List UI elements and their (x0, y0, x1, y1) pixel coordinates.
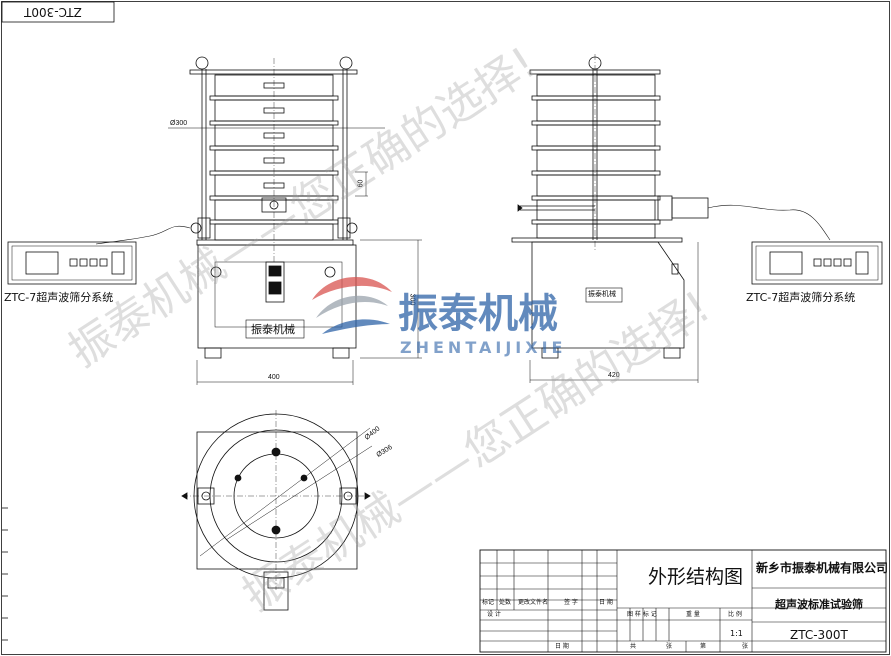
tb-label-weight: 重 量 (686, 611, 700, 618)
tb-product: 超声波标准试验筛 (775, 598, 863, 611)
nameplate-front: 振泰机械 (251, 323, 295, 336)
top-view (181, 410, 373, 611)
controller-left (7, 241, 137, 285)
tb-label-count: 处数 (499, 599, 512, 606)
dim-d300: Ø300 (170, 120, 188, 127)
tb-label-mark: 标记 (482, 599, 495, 606)
corner-code-box (1, 1, 115, 23)
logo-en: ZHENTAIJIXIE (400, 338, 567, 357)
tb-label-sheet2: 张 (742, 643, 749, 650)
tb-label-sign: 签 字 (564, 599, 578, 606)
logo-mark (312, 277, 392, 334)
tb-label-date2: 日 期 (555, 643, 569, 650)
tb-label-design: 设 计 (487, 611, 501, 618)
front-view (95, 56, 422, 385)
logo-cn: 振泰机械 (398, 291, 558, 337)
tb-label-total: 共 (630, 643, 637, 650)
controller-right (751, 241, 883, 285)
tb-company: 新乡市振泰机械有限公司 (756, 561, 889, 575)
controller-label-right: ZTC-7超声波筛分系统 (746, 291, 856, 304)
dim-w420: 420 (608, 372, 620, 379)
dim-w400: 400 (268, 374, 280, 381)
side-view (511, 54, 831, 383)
tb-label-change-doc: 更改文件名 (518, 599, 549, 606)
tb-label-ratio: 比 例 (728, 611, 742, 618)
nameplate-side: 振泰机械 (588, 290, 616, 298)
title-block (479, 549, 887, 653)
tb-label-stage-mark: 图 样 标 记 (627, 611, 657, 618)
controller-label-left: ZTC-7超声波筛分系统 (4, 291, 114, 304)
corner-code: ZTC-300T (24, 5, 82, 19)
tb-label-date: 日 期 (599, 599, 613, 606)
tb-model: ZTC-300T (790, 628, 848, 642)
tb-drawing-name: 外形结构图 (648, 566, 744, 588)
tb-label-page: 第 (700, 643, 707, 650)
tb-scale: 1:1 (730, 629, 743, 638)
tb-label-sheet: 张 (666, 643, 673, 650)
